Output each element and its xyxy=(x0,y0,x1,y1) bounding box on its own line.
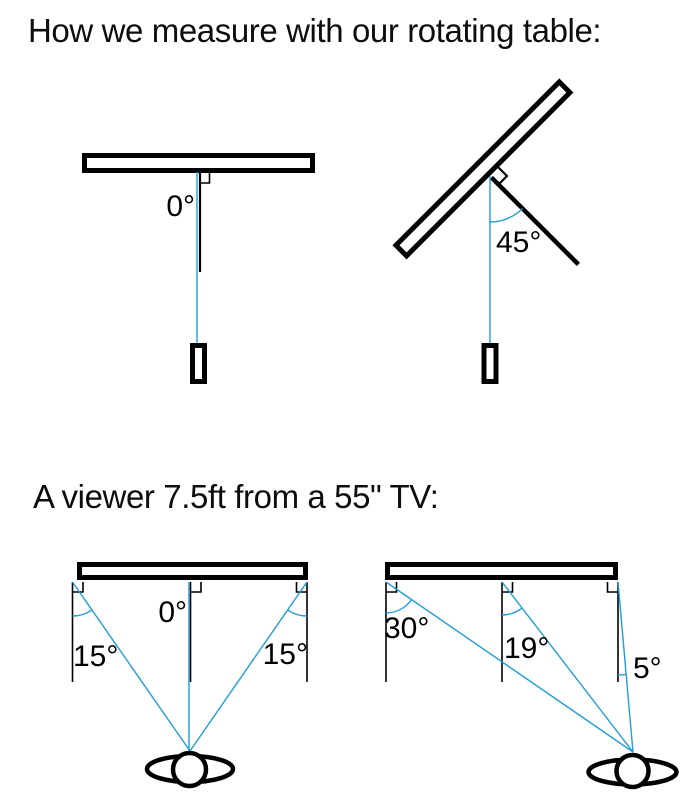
table-pointer-line xyxy=(489,175,580,266)
viewer-distance-section-title: A viewer 7.5ft from a 55" TV: xyxy=(33,478,439,515)
viewer-head xyxy=(614,752,651,790)
viewer-marker-icon xyxy=(481,343,499,384)
viewer-person-icon xyxy=(144,750,236,789)
viewer-head xyxy=(170,750,209,789)
right-angle-marker-icon xyxy=(497,166,509,186)
tv-bar-top-view xyxy=(77,562,308,580)
viewer-person-icon xyxy=(586,752,679,790)
sightline-right-edge xyxy=(617,581,634,753)
sightline-left-edge xyxy=(385,581,634,753)
angle-arc-center xyxy=(501,607,523,616)
right-angle-label: 5° xyxy=(633,652,662,685)
angle-arc xyxy=(489,208,523,223)
viewer-offset-diagram: 30° 19° 5° xyxy=(384,562,679,790)
rotating-table-0deg-diagram: 0° xyxy=(82,153,315,384)
right-angle-marker-icon xyxy=(295,582,307,593)
sightline-center xyxy=(501,581,634,753)
right-angle-marker-icon xyxy=(502,582,514,593)
angle-arc-left xyxy=(72,609,93,617)
center-angle-label: 19° xyxy=(504,632,549,665)
rotated-table-group xyxy=(392,78,580,266)
right-angle-marker-icon xyxy=(386,582,398,593)
left-angle-label: 30° xyxy=(384,612,429,645)
rotating-table-45deg-diagram: 45° xyxy=(392,78,580,384)
left-angle-label: 15° xyxy=(73,640,118,673)
center-angle-label: 0° xyxy=(158,596,187,629)
angle-arc-right xyxy=(287,609,308,617)
angle-arc-left xyxy=(385,599,413,614)
right-angle-marker-icon xyxy=(72,582,84,593)
right-angle-label: 15° xyxy=(263,638,308,671)
tv-bar-top-view-rotated xyxy=(392,78,574,260)
angle-label-0deg: 0° xyxy=(166,190,195,223)
right-angle-marker-icon xyxy=(190,582,202,593)
tv-bar-top-view xyxy=(385,562,618,580)
viewer-marker-icon xyxy=(190,343,207,384)
tv-bar-top-view xyxy=(82,153,315,173)
angle-label-45deg: 45° xyxy=(496,226,541,259)
rotating-table-section-title: How we measure with our rotating table: xyxy=(28,12,602,49)
right-angle-marker-icon xyxy=(199,172,211,184)
viewer-centered-diagram: 0° 15° 15° xyxy=(71,562,308,789)
right-angle-marker-icon xyxy=(606,582,618,593)
